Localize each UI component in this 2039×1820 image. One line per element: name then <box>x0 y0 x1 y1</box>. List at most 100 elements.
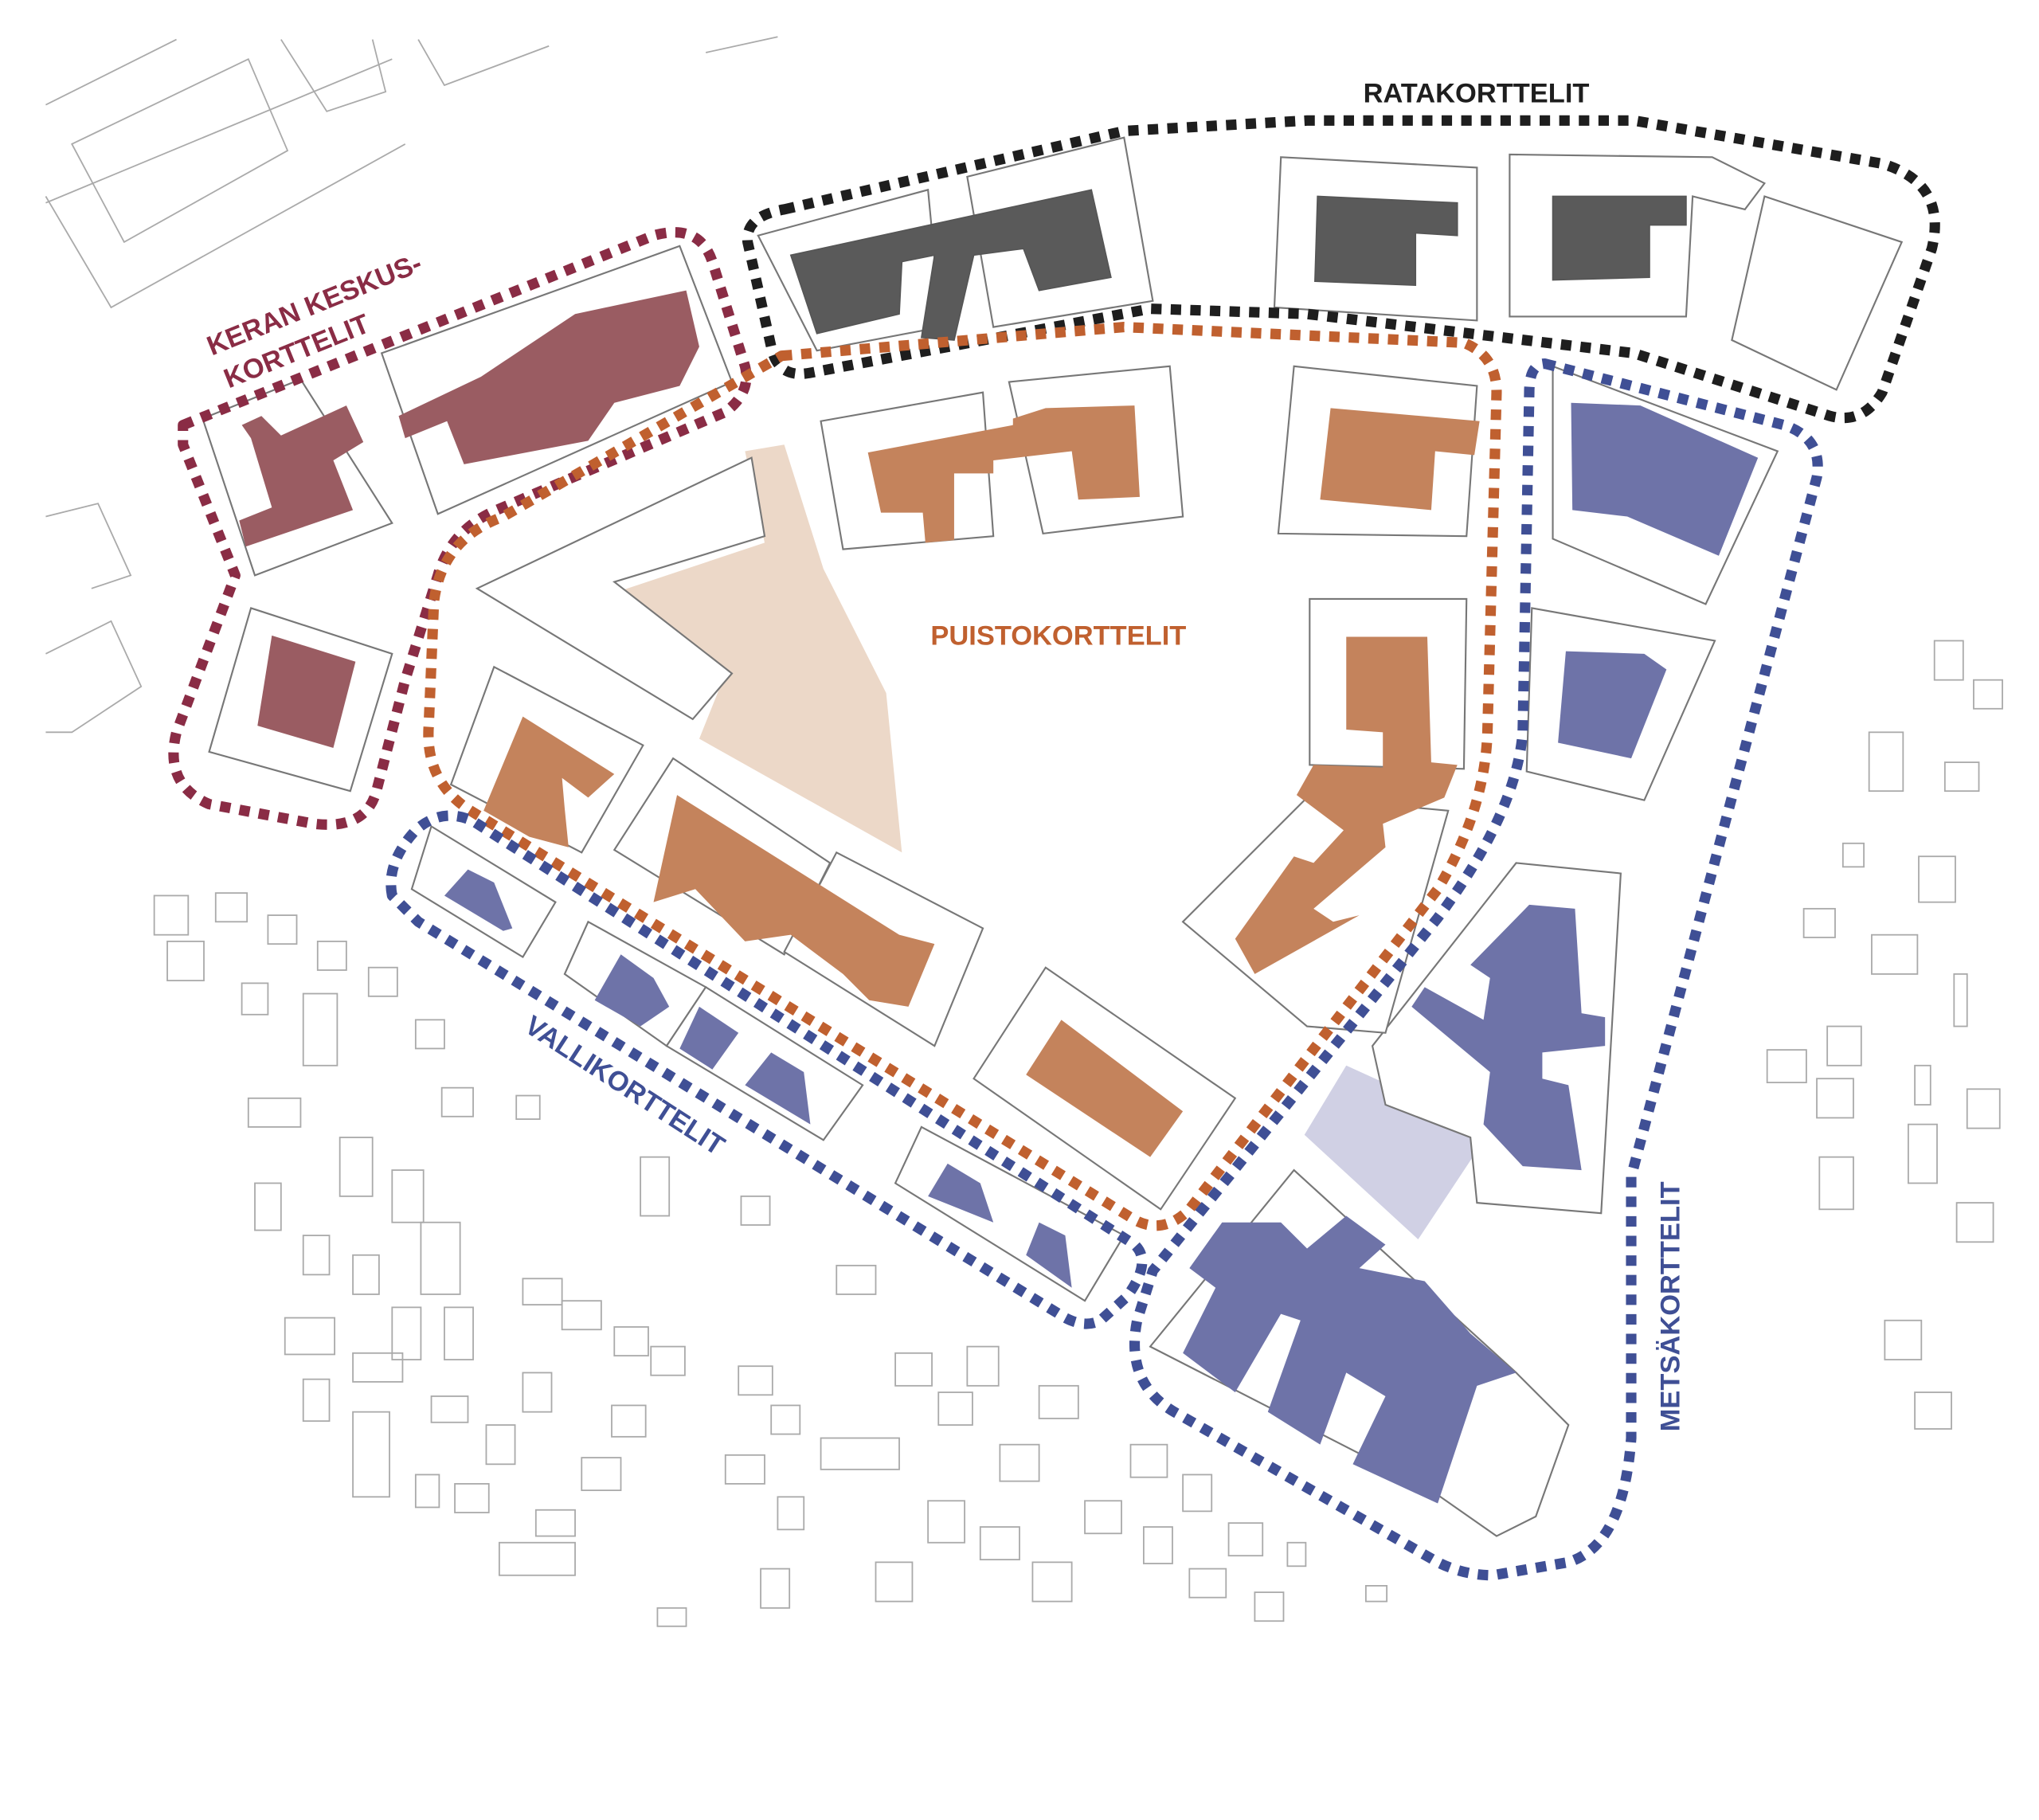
context-building <box>1914 1391 1952 1430</box>
zone-label-puisto: PUISTOKORTTELIT <box>930 620 1186 651</box>
context-building <box>352 1411 390 1498</box>
context-building <box>836 1264 877 1295</box>
context-building <box>740 1195 771 1226</box>
context-building <box>1227 1522 1264 1557</box>
context-building <box>820 1437 900 1470</box>
context-building <box>999 1443 1040 1482</box>
context-building <box>302 992 339 1067</box>
context-building <box>760 1568 791 1609</box>
context-building <box>391 1306 422 1360</box>
context-building <box>738 1365 773 1396</box>
context-building <box>1966 1088 2001 1129</box>
zone-label-rata: RATAKORTTELIT <box>1364 78 1590 108</box>
context-building <box>1364 1585 1388 1603</box>
context-building <box>1955 1202 1994 1243</box>
context-building <box>1914 1064 1931 1106</box>
context-building <box>515 1094 541 1120</box>
context-building <box>316 940 347 971</box>
context-building <box>1868 731 1904 793</box>
context-building <box>339 1137 374 1197</box>
buildings-keran <box>239 290 699 749</box>
context-building <box>1188 1568 1227 1599</box>
context-building <box>770 1404 801 1435</box>
context-building <box>414 1019 445 1050</box>
park-area <box>608 444 902 853</box>
buildings-valli <box>444 869 1072 1288</box>
context-building <box>1943 761 1980 793</box>
context-building <box>777 1496 805 1531</box>
zone-boundary-rata <box>742 115 1940 424</box>
context-building <box>391 1169 425 1223</box>
context-building <box>485 1424 516 1466</box>
context-building <box>367 966 398 997</box>
context-building <box>1286 1541 1307 1568</box>
context-building <box>247 1097 302 1128</box>
context-building <box>1933 640 1964 681</box>
zone-label-metsa: METSÄKORTTELIT <box>1656 1181 1686 1431</box>
context-building <box>302 1378 331 1423</box>
context-building <box>1038 1384 1079 1419</box>
context-building <box>927 1500 965 1544</box>
context-building <box>1766 1049 1807 1084</box>
context-building <box>1129 1443 1168 1478</box>
context-building <box>284 1317 336 1356</box>
context-building <box>1031 1561 1073 1603</box>
context-building <box>1826 1025 1862 1067</box>
context-building <box>267 914 298 945</box>
context-building <box>1254 1591 1285 1622</box>
context-building <box>611 1404 647 1438</box>
context-building <box>640 1156 671 1217</box>
context-building <box>522 1372 553 1413</box>
context-building <box>1884 1319 1923 1360</box>
context-building <box>966 1345 1000 1387</box>
context-building <box>979 1526 1020 1560</box>
context-building <box>1973 679 2003 710</box>
context-building <box>650 1345 686 1376</box>
context-building <box>875 1561 914 1603</box>
context-building <box>498 1541 576 1576</box>
context-building <box>522 1278 563 1305</box>
zone-boundary-valli <box>385 810 1148 1329</box>
context-building <box>1907 1123 1938 1184</box>
context-building <box>1953 973 1968 1027</box>
context-building <box>656 1607 687 1627</box>
context-building <box>894 1352 933 1387</box>
context-building <box>352 1352 404 1383</box>
context-building <box>430 1395 469 1423</box>
zone-boundary-puisto <box>423 322 1502 1231</box>
zone-boundary-metsa <box>1129 358 1823 1581</box>
context-building <box>613 1326 649 1356</box>
context-building <box>352 1254 380 1295</box>
buildings-rata <box>789 189 1687 341</box>
context-building <box>166 940 205 982</box>
context-buildings <box>45 36 2003 1627</box>
context-building <box>302 1235 331 1276</box>
context-building <box>254 1182 282 1231</box>
context-building <box>454 1483 490 1513</box>
context-building <box>1142 1526 1173 1564</box>
context-building <box>1841 842 1865 868</box>
context-building <box>444 1306 474 1360</box>
context-building <box>561 1300 602 1331</box>
context-building <box>241 982 269 1016</box>
context-building <box>420 1221 461 1295</box>
context-building <box>1802 907 1836 938</box>
zone-boundary-keran <box>168 227 752 830</box>
context-building <box>414 1474 440 1509</box>
plots <box>202 136 1904 1537</box>
context-building <box>1871 933 1919 975</box>
context-building <box>581 1457 622 1492</box>
context-building <box>724 1454 765 1485</box>
buildings-puisto <box>483 405 1480 1157</box>
context-building <box>937 1391 973 1426</box>
square-area <box>1304 1065 1490 1240</box>
context-building <box>214 892 249 923</box>
context-building <box>1818 1156 1854 1211</box>
context-building <box>534 1509 576 1537</box>
context-building <box>1182 1474 1213 1513</box>
context-building <box>1918 855 1956 903</box>
context-building <box>1816 1078 1854 1119</box>
context-building <box>440 1086 474 1117</box>
buildings-metsa <box>1183 402 1759 1504</box>
